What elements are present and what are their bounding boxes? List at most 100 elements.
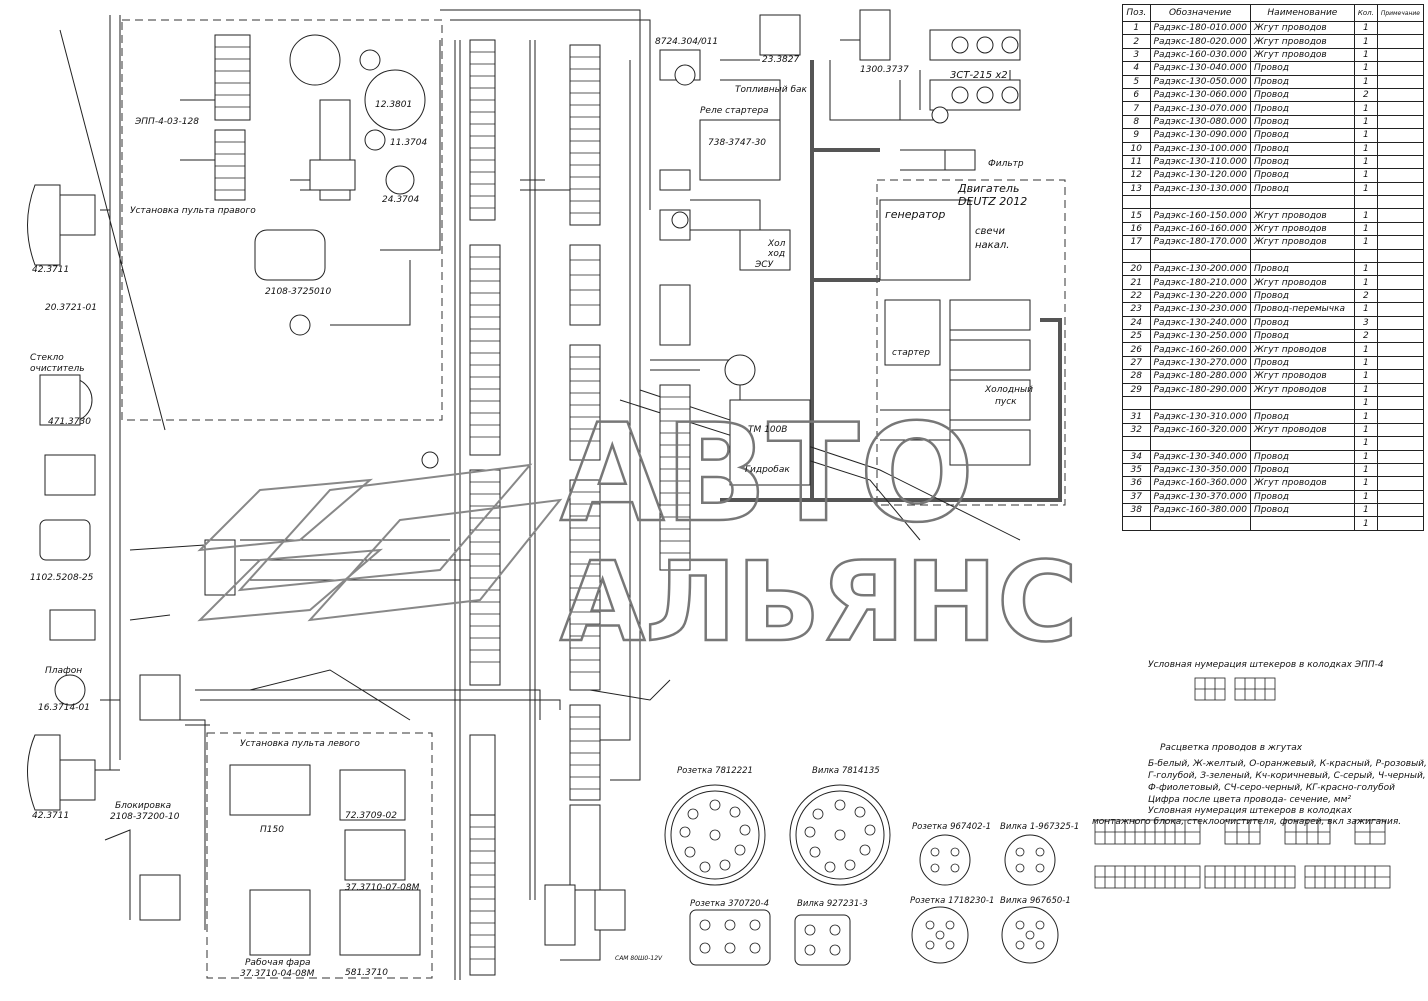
parts-table-cell — [1376, 436, 1425, 451]
parts-table-cell: 1 — [1353, 382, 1378, 397]
parts-table-cell — [1122, 195, 1151, 210]
parts-table-cell: Жгут проводов — [1249, 476, 1355, 491]
parts-table-cell: Провод — [1249, 449, 1355, 464]
fuel-tank-label: Топливный бак — [735, 85, 808, 95]
engine-label: Двигатель — [957, 182, 1019, 195]
parts-table-cell — [1376, 503, 1425, 518]
parts-table-cell: 2 — [1353, 328, 1378, 344]
parts-table-cell: 1 — [1353, 235, 1378, 250]
connector-label-2: Вилка 7814135 — [812, 766, 880, 776]
parts-table-cell — [1376, 489, 1425, 505]
parts-table-cell: 25 — [1122, 328, 1151, 344]
parts-table-cell: Радэкс-160-320.000 — [1149, 422, 1251, 438]
parts-table-cell: Радэкс-130-340.000 — [1149, 449, 1251, 464]
parts-table-cell: 1 — [1353, 154, 1378, 170]
parts-table-cell — [1376, 355, 1425, 371]
cold-start-label-2: пуск — [995, 397, 1017, 407]
parts-table-cell: 1 — [1353, 61, 1378, 76]
parts-table-cell: Провод — [1249, 462, 1355, 478]
parts-table-cell: 36 — [1122, 476, 1151, 491]
parts-table-cell: Жгут проводов — [1249, 34, 1355, 49]
plug-numbering-epp-note: Условная нумерация штекеров в колодках Э… — [1148, 660, 1384, 670]
parts-table: Поз. Обозначение Наименование Кол. Приме… — [1122, 4, 1425, 531]
parts-table-cell: Жгут проводов — [1249, 422, 1355, 438]
parts-table-cell: Провод — [1249, 355, 1355, 371]
parts-table-cell: 1 — [1353, 74, 1378, 89]
parts-table-cell — [1376, 462, 1425, 478]
parts-table-cell: Жгут проводов — [1249, 382, 1355, 397]
parts-table-cell: Радэкс-130-200.000 — [1149, 262, 1251, 277]
relay-part-label: 738-3747-30 — [708, 138, 766, 148]
parts-table-cell: 22 — [1122, 288, 1151, 304]
parts-table-cell: 1 — [1353, 221, 1378, 237]
connector-label-5: Розетка 1718230-1 — [910, 896, 994, 906]
parts-table-row: 1 — [1122, 395, 1425, 411]
lamp-part-label: 16.3714-01 — [38, 703, 90, 713]
terminal-strips — [44, 9, 1031, 976]
parts-table-cell: 1 — [1353, 114, 1378, 130]
parts-table-cell: 31 — [1122, 409, 1151, 424]
p72-label: 72.3709-02 — [345, 811, 397, 821]
parts-table-cell: Радэкс-130-240.000 — [1149, 315, 1251, 330]
parts-table-cell: Радэкс-130-060.000 — [1149, 87, 1251, 103]
engine-model-label: DEUTZ 2012 — [958, 195, 1027, 208]
connector-label-6: Вилка 967650-1 — [1000, 896, 1071, 906]
connector-label-7: Розетка 370720-4 — [690, 899, 769, 909]
parts-table-cell: Радэкс-180-290.000 — [1149, 382, 1251, 397]
hydro-tank-label: Гидробак — [745, 465, 790, 475]
watermark-text-2: АЛЬЯНС — [560, 538, 1078, 666]
wire-colors-title: Расцветка проводов в жгутах — [1160, 743, 1303, 753]
parts-table-cell: Провод — [1249, 409, 1355, 424]
parts-table-cell — [1376, 288, 1425, 304]
parts-table-cell — [1122, 248, 1151, 264]
parts-table-cell: 4 — [1122, 61, 1151, 76]
generator-part-label: 12.3801 — [375, 100, 412, 110]
parts-table-header: Поз. Обозначение Наименование Кол. Приме… — [1122, 4, 1425, 22]
parts-table-cell — [1353, 195, 1378, 210]
parts-table-cell: Провод — [1249, 87, 1355, 103]
parts-table-cell — [1376, 20, 1425, 36]
parts-table-cell: 26 — [1122, 342, 1151, 357]
p1102-label: 1102.5208-25 — [30, 573, 94, 583]
parts-table-cell: 1 — [1353, 168, 1378, 183]
parts-table-cell — [1376, 248, 1425, 264]
parts-table-cell — [1376, 395, 1425, 411]
parts-table-cell — [1249, 395, 1355, 411]
parts-table-cell: 23 — [1122, 302, 1151, 317]
parts-table-cell: 1 — [1353, 208, 1378, 223]
parts-table-cell: Жгут проводов — [1249, 208, 1355, 223]
p23-label: 23.3827 — [762, 55, 799, 65]
parts-table-cell: Провод — [1249, 141, 1355, 156]
parts-table-cell: 1 — [1353, 422, 1378, 438]
blocking-part-label: 2108-37200-10 — [110, 812, 180, 822]
parts-table-cell: 37 — [1122, 489, 1151, 505]
right-panel-label: Установка пульта правого — [130, 206, 256, 216]
parts-table-cell — [1122, 436, 1151, 451]
parts-table-cell: Радэкс-160-260.000 — [1149, 342, 1251, 357]
watermark-text-1: АВТО — [560, 395, 974, 552]
parts-table-cell: 1 — [1353, 302, 1378, 317]
parts-table-cell: 35 — [1122, 462, 1151, 478]
parts-table-cell — [1376, 235, 1425, 250]
parts-table-cell: 1 — [1353, 516, 1378, 531]
p150-label: П150 — [260, 825, 284, 835]
header-note: Примечание — [1376, 4, 1425, 22]
parts-table-cell: 1 — [1353, 369, 1378, 384]
parts-table-cell: Радэкс-130-310.000 — [1149, 409, 1251, 424]
parts-table-cell: 1 — [1353, 20, 1378, 36]
parts-table-cell — [1376, 262, 1425, 277]
parts-table-cell: 15 — [1122, 208, 1151, 223]
